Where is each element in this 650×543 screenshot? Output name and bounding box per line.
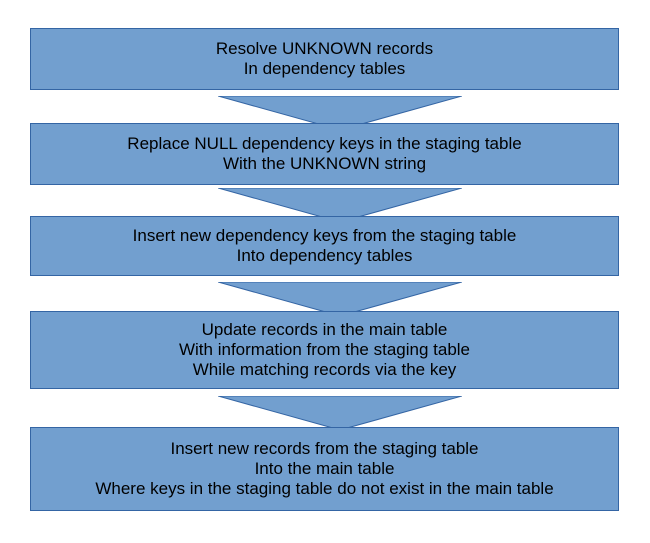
step-5-line-1: Insert new records from the staging tabl… <box>170 439 479 458</box>
step-1-line-1: Resolve UNKNOWN records <box>215 39 434 58</box>
step-box-4: Update records in the main table With in… <box>30 311 619 389</box>
step-1-line-2: In dependency tables <box>243 59 406 78</box>
step-4-line-1: Update records in the main table <box>201 320 448 339</box>
step-2-line-1: Replace NULL dependency keys in the stag… <box>127 134 522 153</box>
step-box-1: Resolve UNKNOWN records In dependency ta… <box>30 28 619 90</box>
step-box-2: Replace NULL dependency keys in the stag… <box>30 123 619 185</box>
step-box-5: Insert new records from the staging tabl… <box>30 427 619 511</box>
flow-arrow-4 <box>218 396 462 430</box>
flow-arrow-3 <box>218 282 462 316</box>
down-arrow-icon <box>218 96 462 130</box>
step-box-3: Insert new dependency keys from the stag… <box>30 216 619 276</box>
step-3-line-1: Insert new dependency keys from the stag… <box>132 226 517 245</box>
step-5-line-2: Into the main table <box>254 459 395 478</box>
step-3-line-2: Into dependency tables <box>236 246 413 265</box>
flow-arrow-2 <box>218 188 462 222</box>
down-arrow-icon <box>218 396 462 430</box>
step-4-line-3: While matching records via the key <box>192 360 457 379</box>
down-arrow-icon <box>218 188 462 222</box>
down-arrow-icon <box>218 282 462 316</box>
flow-arrow-1 <box>218 96 462 130</box>
step-5-line-3: Where keys in the staging table do not e… <box>95 479 554 498</box>
step-2-line-2: With the UNKNOWN string <box>222 154 427 173</box>
step-4-line-2: With information from the staging table <box>178 340 471 359</box>
